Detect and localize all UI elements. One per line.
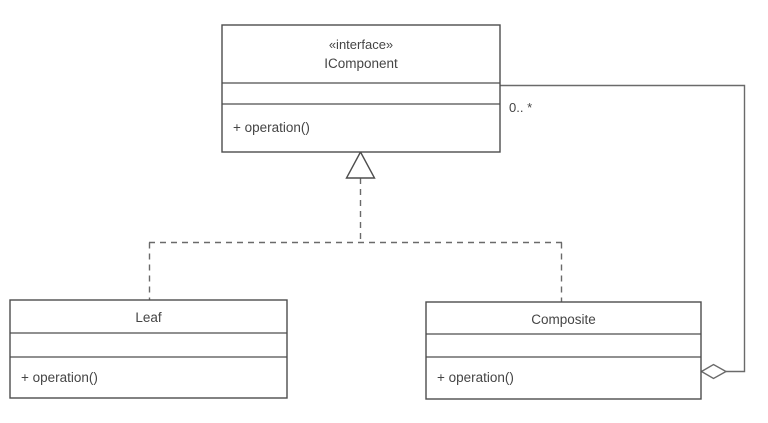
aggregation-edge-line	[500, 84, 746, 373]
generalization-triangle-icon	[345, 150, 376, 179]
class-box-icomponent[interactable]: «interface» IComponent + operation()	[221, 24, 501, 153]
icomponent-stereotype: «interface»	[329, 37, 393, 52]
icomponent-outline	[221, 24, 501, 153]
aggregation-multiplicity-label: 0.. *	[509, 100, 532, 115]
class-box-composite[interactable]: Composite + operation()	[425, 301, 702, 400]
leaf-operation-0: + operation()	[21, 370, 98, 385]
icomponent-name: IComponent	[324, 56, 398, 71]
composite-operation-0: + operation()	[437, 370, 514, 385]
aggregation-edge[interactable]	[500, 84, 746, 380]
composite-outline	[425, 301, 702, 400]
class-box-leaf[interactable]: Leaf + operation()	[9, 299, 288, 399]
realization-edges[interactable]	[148, 150, 563, 302]
icomponent-operation-0: + operation()	[233, 120, 310, 135]
aggregation-diamond-icon	[700, 363, 728, 380]
composite-name: Composite	[531, 312, 596, 327]
leaf-outline	[9, 299, 288, 399]
leaf-name: Leaf	[135, 310, 162, 325]
